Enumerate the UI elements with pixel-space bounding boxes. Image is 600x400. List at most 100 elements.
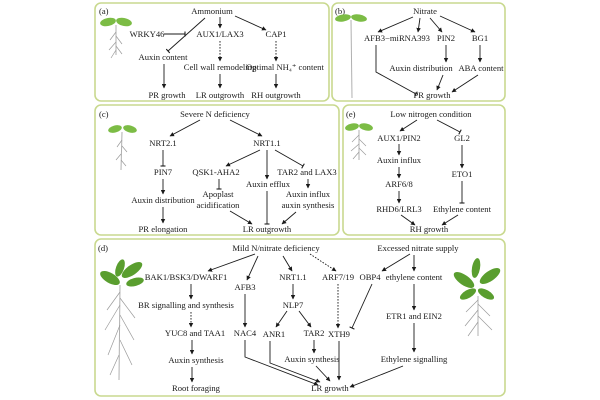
node-pr-elongation: PR elongation (139, 224, 189, 234)
edge-auxin-lr (315, 365, 331, 382)
node-nitrate: Nitrate (413, 6, 437, 16)
edge-auxin-pr (436, 74, 444, 91)
node-nac4: NAC4 (234, 328, 257, 338)
node-nrt2-1: NRT2.1 (149, 138, 176, 148)
node-mild-n-deficiency: Mild N/nitrate deficiency (232, 243, 320, 253)
node-severe-n-deficiency: Severe N deficiency (180, 109, 250, 119)
node-pr-growth: PR growth (413, 90, 451, 100)
node-auxin-distribution: Auxin distribution (389, 63, 453, 73)
edge-ammonium-cap1 (234, 15, 267, 31)
panel-c: (c) Severe N deficiency NRT2.1 NRT1.1 PI… (94, 104, 340, 236)
node-pin2: PIN2 (437, 33, 455, 43)
node-afb3-mirna393: AFB3−miRNA393 (364, 33, 430, 43)
edge-anr1-lr (269, 341, 321, 383)
node-rh-outgrowth: RH outgrowth (251, 90, 301, 100)
edge-lown-aux1 (399, 119, 418, 132)
node-ammonium: Ammonium (191, 6, 233, 16)
node-rh-growth: RH growth (410, 224, 449, 234)
node-bak1-bsk3-dwarf1: BAK1/BSK3/DWARF1 (145, 272, 228, 282)
node-auxin-synthesis-mid: Auxin synthesis (284, 354, 340, 364)
node-arf6-8: ARF6/8 (385, 179, 413, 189)
node-gl2: GL2 (454, 133, 470, 143)
node-xth9: XTH9 (328, 329, 350, 339)
node-nrt1-1: NRT1.1 (279, 272, 306, 282)
node-wrky46: WRKY46 (130, 29, 166, 39)
node-auxin-synthesis-left: Auxin synthesis (168, 355, 224, 365)
node-tar2-lax3: TAR2 and LAX3 (277, 167, 336, 177)
plant-icon-right (453, 258, 501, 337)
edge-severe-nrt21 (169, 119, 201, 137)
edge-rhd6-rh (400, 214, 416, 226)
edge-lown-gl2 (436, 119, 462, 135)
node-anr1: ANR1 (263, 329, 285, 339)
node-aux1-lax3: AUX1/LAX3 (196, 29, 243, 39)
node-bg1: BG1 (472, 33, 488, 43)
node-auxin-synthesis: auxin synthesis (282, 200, 335, 210)
edge-mild-arf719 (309, 253, 337, 272)
node-ethylene-content: Ethylene content (433, 204, 492, 214)
edge-nitrate-mirna (416, 17, 421, 33)
edge-nitrate-pin2 (429, 17, 443, 33)
node-acidification: acidification (197, 200, 241, 210)
panel-c-label: (c) (99, 109, 109, 119)
node-auxin-influx: Auxin influx (377, 155, 422, 165)
node-yuc8-taa1: YUC8 and TAA1 (165, 328, 225, 338)
node-auxin-content: Auxin content (139, 52, 189, 62)
node-obp4: OBP4 (359, 272, 381, 282)
edge-mild-bak1 (207, 253, 256, 272)
node-lr-growth: LR growth (311, 383, 349, 393)
node-root-foraging: Root foraging (172, 383, 221, 393)
edge-aba-pr (451, 74, 479, 93)
edge-nrt11-tar2 (274, 149, 305, 169)
panel-d-border (94, 238, 506, 397)
edge-mild-afb3 (246, 255, 259, 281)
edge-afb3-pr (375, 45, 418, 97)
seedling-icon (335, 14, 367, 99)
node-aba-content: ABA content (458, 63, 504, 73)
node-lr-outgrowth: LR outgrowth (243, 224, 292, 234)
panel-d-label: (d) (98, 243, 108, 253)
node-auxin-distribution: Auxin distribution (131, 195, 195, 205)
node-nlp7: NLP7 (283, 300, 304, 310)
node-pin7: PIN7 (154, 167, 173, 177)
node-eto1: ETO1 (452, 169, 473, 179)
node-pr-growth: PR growth (148, 90, 186, 100)
edge-apoplast-lr (229, 210, 253, 225)
node-ethylene-content: ethylene content (386, 272, 443, 282)
edge-excess-obp4 (381, 253, 411, 272)
node-low-nitrogen: Low nitrogen condition (390, 109, 472, 119)
node-aux1-pin2: AUX1/PIN2 (377, 133, 420, 143)
node-br-signalling: BR signalling and synthesis (138, 300, 234, 310)
edge-nrt11-qsk1 (225, 149, 261, 167)
seedling-icon (108, 125, 137, 171)
node-cap1: CAP1 (265, 29, 286, 39)
panel-e: (e) Low nitrogen condition AUX1/PIN2 GL2… (342, 104, 506, 236)
edge-ethylene-rh (441, 214, 459, 226)
plant-icon-left (100, 259, 144, 381)
edge-ethylene-lr (349, 365, 404, 388)
node-ethylene-signalling: Ethylene signalling (381, 354, 448, 364)
node-arf7-19: ARF7/19 (322, 272, 354, 282)
node-rhd6-lrl3: RHD6/LRL3 (376, 204, 421, 214)
edge-nitrate-bg1 (439, 15, 476, 33)
panel-a: (a) Ammonium WRKY46 AUX1/LAX3 CAP1 Auxin… (94, 2, 330, 102)
node-auxin-efflux: Auxin efflux (246, 179, 291, 189)
edge-obp4-xth9 (349, 283, 373, 330)
edge-ammonium-auxin (165, 17, 206, 54)
panel-b-border (331, 2, 506, 102)
edge-nlp7-tar2 (298, 310, 312, 328)
panel-b-label: (b) (335, 6, 345, 16)
node-afb3: AFB3 (234, 282, 255, 292)
node-qsk1-aha2: QSK1-AHA2 (192, 167, 239, 177)
node-cell-wall-remodeling: Cell wall remodeling (184, 62, 257, 72)
seedling-icon (345, 123, 373, 160)
edge-nitrate-afb3 (377, 16, 414, 33)
edge-mild-nrt11 (282, 255, 293, 272)
node-apoplast: Apoplast (202, 189, 234, 199)
edge-nac4-lr (244, 340, 319, 386)
node-optimal-nh4: Optimal NH₄⁺ content (246, 62, 324, 72)
panel-e-label: (e) (346, 109, 356, 119)
seedling-icon (100, 17, 132, 59)
node-excess-nitrate: Excessed nitrate supply (377, 243, 459, 253)
